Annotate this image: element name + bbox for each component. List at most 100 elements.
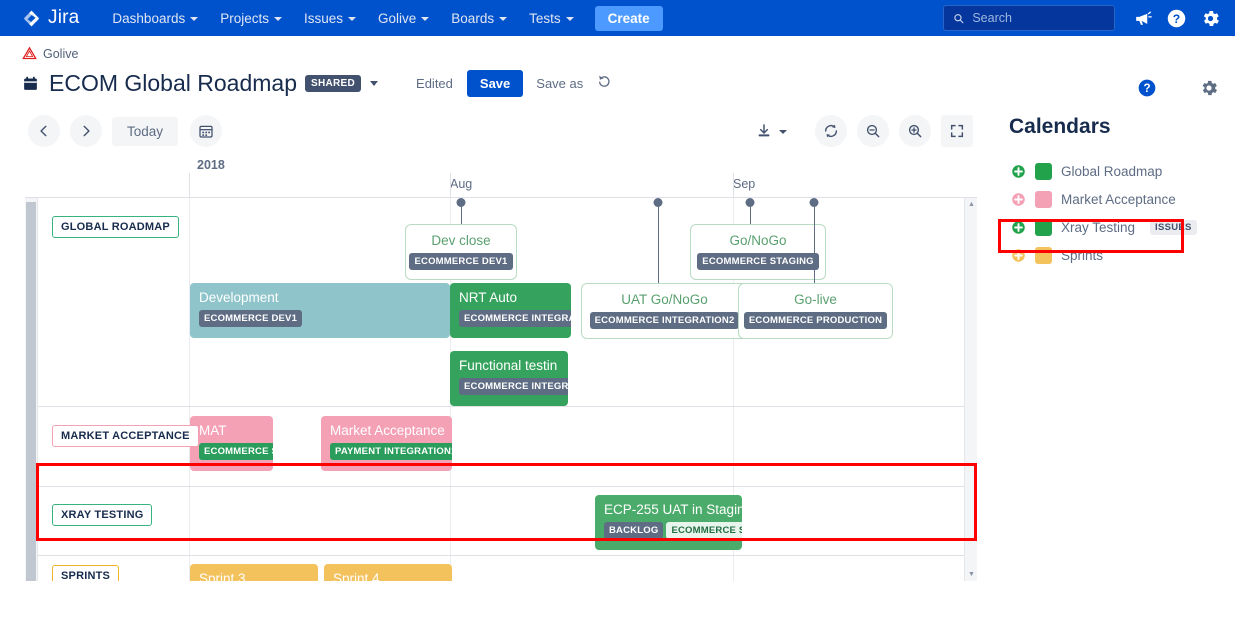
page-settings-button[interactable] (1199, 78, 1219, 103)
bar-sprint-4[interactable]: Sprint 4 (324, 564, 452, 581)
bar-market-acceptance[interactable]: Market Acceptance PAYMENT INTEGRATION1 (321, 416, 452, 471)
gridline (733, 198, 734, 581)
search-box[interactable] (943, 5, 1115, 31)
calendar-item-global-roadmap[interactable]: Global Roadmap (1009, 157, 1235, 185)
fullscreen-button[interactable] (941, 115, 973, 147)
bar-project-tag: ECOMMERCE ST (199, 443, 273, 460)
scroll-down-arrow-icon[interactable]: ▼ (968, 571, 975, 578)
bar-sprint-3[interactable]: Sprint 3 (190, 564, 318, 581)
milestone-card-go-live[interactable]: Go-live ECOMMERCE PRODUCTION (738, 283, 893, 339)
milestone-pin (814, 202, 815, 283)
left-scroll-thumb[interactable] (26, 202, 36, 581)
search-icon (954, 13, 964, 23)
milestone-title: UAT Go/NoGo (621, 292, 708, 307)
top-navigation-bar: Jira Dashboards Projects Issues Golive B… (0, 0, 1235, 36)
announcements-button[interactable] (1127, 3, 1157, 33)
row-label-xray-testing[interactable]: XRAY TESTING (52, 504, 153, 526)
add-icon[interactable] (1011, 248, 1026, 263)
save-as-button[interactable]: Save as (536, 76, 584, 91)
calendar-color-swatch[interactable] (1035, 162, 1052, 180)
calendar-item-sprints[interactable]: Sprints (1009, 241, 1235, 269)
nav-item-dashboards[interactable]: Dashboards (101, 0, 209, 36)
gridline (189, 198, 190, 581)
milestone-title: Go-live (794, 292, 837, 307)
row-xray-testing[interactable]: XRAY TESTING ECP-255 UAT in Stagin BACKL… (25, 487, 977, 556)
jira-logo[interactable]: Jira (22, 7, 79, 29)
download-dropdown[interactable] (756, 123, 787, 139)
search-input[interactable] (972, 11, 1105, 25)
edited-status: Edited (416, 76, 453, 91)
create-button[interactable]: Create (594, 5, 663, 31)
breadcrumb[interactable]: Golive (22, 46, 1235, 61)
bar-project-tag: PAYMENT INTEGRATION1 (330, 443, 452, 460)
calendar-type-badge: ISSUES (1150, 219, 1197, 235)
milestone-project-tag: ECOMMERCE INTEGRATION2 (589, 312, 740, 329)
date-picker-button[interactable] (190, 115, 223, 147)
help-button[interactable]: ? (1161, 3, 1191, 33)
zoom-out-button[interactable] (857, 115, 889, 147)
calendar-color-swatch[interactable] (1035, 218, 1052, 236)
row-label-global-roadmap[interactable]: GLOBAL ROADMAP (52, 216, 179, 238)
scroll-up-arrow-icon[interactable]: ▲ (968, 201, 975, 208)
add-icon[interactable] (1011, 220, 1026, 235)
bar-mat[interactable]: MAT ECOMMERCE ST (190, 416, 273, 471)
settings-button[interactable] (1195, 3, 1225, 33)
nav-label: Projects (220, 10, 269, 26)
gridline (450, 173, 451, 197)
milestone-project-tag: ECOMMERCE PRODUCTION (743, 312, 888, 329)
calendar-color-swatch[interactable] (1035, 246, 1052, 264)
chevron-down-icon (565, 17, 574, 21)
breadcrumb-label: Golive (43, 46, 79, 61)
save-button[interactable]: Save (466, 70, 524, 97)
undo-icon (599, 75, 610, 87)
vertical-scroll-thumb[interactable] (966, 210, 976, 550)
page-help-button[interactable]: ? (1137, 78, 1157, 103)
zoom-in-button[interactable] (899, 115, 931, 147)
milestone-card[interactable]: Go/NoGo ECOMMERCE STAGING (690, 224, 826, 280)
megaphone-icon (1135, 11, 1152, 25)
today-button[interactable]: Today (112, 116, 179, 146)
nav-item-tests[interactable]: Tests (518, 0, 585, 36)
bar-project-tag: ECOMMERCE STA (666, 522, 742, 539)
row-label-market-acceptance[interactable]: MARKET ACCEPTANCE (52, 425, 199, 447)
row-sprints[interactable]: SPRINTS Sprint 3 Sprint 4 (25, 556, 977, 581)
row-market-acceptance[interactable]: MARKET ACCEPTANCE MAT ECOMMERCE ST Marke… (25, 407, 977, 487)
milestone-card[interactable]: Dev close ECOMMERCE DEV1 (405, 224, 517, 280)
milestone-card-uat-go-nogo[interactable]: UAT Go/NoGo ECOMMERCE INTEGRATION2 (581, 283, 748, 339)
bar-title: MAT (199, 423, 227, 438)
nav-label: Issues (304, 10, 344, 26)
chevron-down-icon (348, 17, 357, 21)
nav-item-golive[interactable]: Golive (367, 0, 440, 36)
nav-item-issues[interactable]: Issues (293, 0, 367, 36)
chevron-down-icon (274, 17, 282, 21)
nav-item-boards[interactable]: Boards (440, 0, 518, 36)
next-period-button[interactable] (70, 115, 102, 147)
left-scroll-gutter (25, 198, 38, 581)
calendar-color-swatch[interactable] (1035, 190, 1052, 208)
prev-period-button[interactable] (28, 115, 60, 147)
title-chevron-down-icon[interactable] (370, 81, 379, 86)
undo-button[interactable] (597, 73, 613, 94)
add-icon[interactable] (1011, 192, 1026, 207)
calendar-item-market-acceptance[interactable]: Market Acceptance (1009, 185, 1235, 213)
calendar-area: Today (0, 97, 995, 597)
svg-text:?: ? (1172, 11, 1179, 25)
bar-development[interactable]: Development ECOMMERCE DEV1 (190, 283, 450, 338)
calendar-name: Xray Testing (1061, 219, 1136, 235)
calendar-item-xray-testing[interactable]: Xray Testing ISSUES (1009, 213, 1235, 241)
vertical-scrollbar[interactable]: ▲ ▼ (964, 198, 977, 581)
timeline-month-sep: Sep (733, 177, 756, 191)
help-icon: ? (1167, 9, 1185, 27)
bar-functional-testing[interactable]: Functional testin ECOMMERCE INTEGR (450, 351, 568, 406)
timeline-header: 2018 Aug Sep (25, 153, 977, 198)
row-global-roadmap[interactable]: GLOBAL ROADMAP Dev close ECOMMERCE DEV1 (25, 198, 977, 407)
add-icon[interactable] (1011, 164, 1026, 179)
row-label-sprints[interactable]: SPRINTS (52, 565, 120, 581)
timeline-rows: GLOBAL ROADMAP Dev close ECOMMERCE DEV1 (25, 198, 977, 581)
jira-wordmark: Jira (48, 7, 80, 28)
bar-ecp-255-uat-in-staging[interactable]: ECP-255 UAT in Stagin BACKLOG ECOMMERCE … (595, 495, 742, 550)
nav-item-projects[interactable]: Projects (209, 0, 293, 36)
toolbar-right-group (756, 115, 995, 147)
refresh-button[interactable] (815, 115, 847, 147)
bar-nrt-auto[interactable]: NRT Auto ECOMMERCE INTEGRATI (450, 283, 571, 338)
